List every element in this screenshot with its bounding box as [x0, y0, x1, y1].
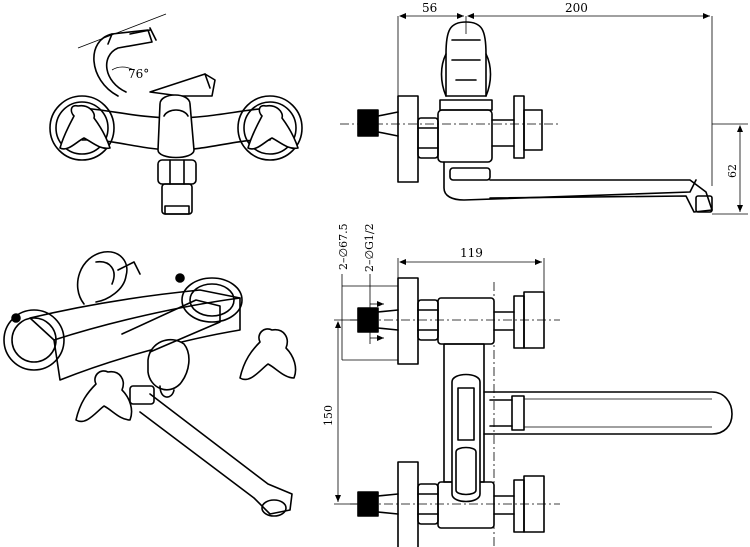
left-flange [49, 95, 115, 161]
dim-200: 200 [565, 1, 588, 15]
top-lower-flange [397, 461, 419, 547]
dim-119: 119 [460, 246, 483, 260]
iso-spout [139, 393, 293, 515]
side-body [437, 109, 493, 163]
center-cartridge [157, 94, 195, 159]
top-spout [483, 391, 733, 435]
diverter-lever [149, 73, 216, 97]
side-view: 56 200 62 [340, 1, 748, 215]
outlet-nut [157, 159, 197, 185]
isometric-view [3, 251, 297, 517]
dim-diameter: 2–∅67.5 [337, 223, 350, 270]
iso-shower-holder [76, 251, 128, 305]
iso-right-flange [181, 277, 243, 323]
right-handle [247, 104, 299, 150]
iso-left-flange [3, 309, 65, 371]
angle-label: 76° [128, 67, 149, 81]
front-view: 76° [49, 13, 303, 215]
top-view: 2–∅67.5 2–∅G1/2 119 150 [322, 223, 733, 547]
iso-center-cartridge [147, 338, 190, 391]
dim-62: 62 [726, 164, 739, 178]
side-thread [357, 109, 379, 137]
side-wall-flange [397, 95, 419, 183]
dim-56: 56 [422, 1, 437, 15]
iso-left-handle [75, 370, 133, 423]
dim-thread: 2–∅G1/2 [363, 223, 376, 272]
top-cartridge [451, 373, 481, 503]
side-spout [489, 179, 713, 213]
iso-right-handle [239, 328, 297, 381]
iso-body [29, 289, 241, 341]
right-flange [237, 95, 303, 161]
left-handle [59, 104, 111, 150]
top-upper-flange [397, 277, 419, 365]
side-handle [513, 95, 525, 159]
shower-holder-hook [93, 29, 153, 97]
dim-150: 150 [322, 405, 335, 426]
